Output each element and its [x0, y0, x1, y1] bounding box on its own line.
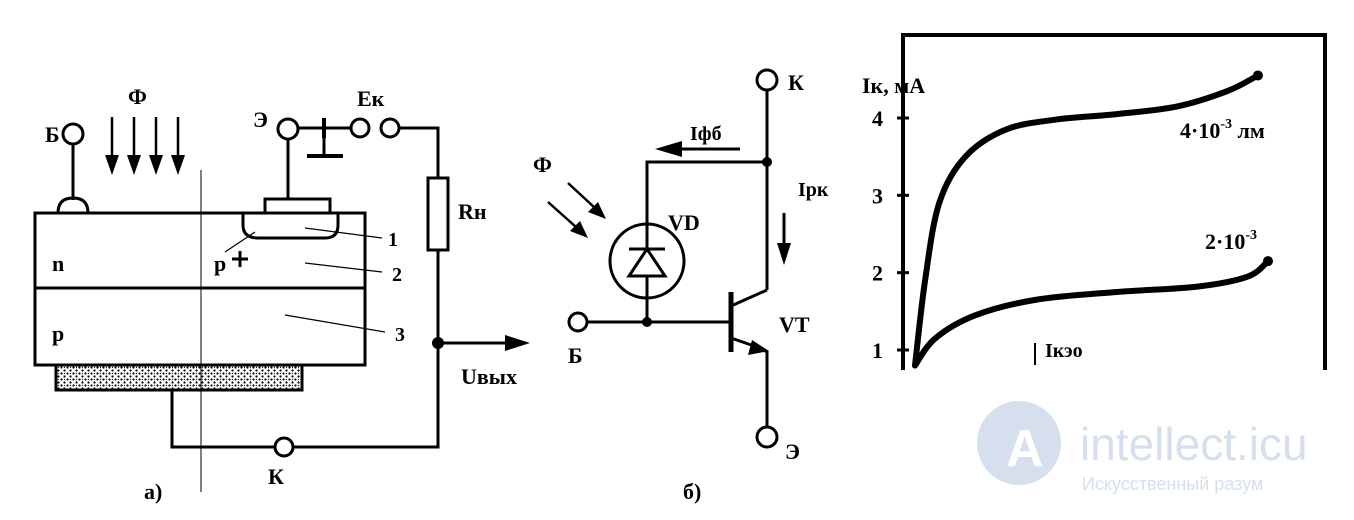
supply-label: Ек [357, 86, 385, 111]
circuit-collector-label: К [788, 70, 804, 95]
curve-low-flux [912, 258, 1271, 369]
base-terminal [567, 311, 589, 333]
base-terminal [61, 122, 85, 146]
curve-high-label-base: 4·10 [1180, 118, 1220, 143]
layer-p-label: p [52, 321, 64, 346]
y-tick-label: 1 [872, 338, 883, 363]
curves [912, 70, 1273, 369]
layer-n-label: n [52, 251, 64, 276]
collector-wire-right [292, 250, 440, 449]
load-resistor [426, 176, 450, 252]
supply-terminal-right [379, 117, 401, 139]
curve-low-end-point [1263, 256, 1273, 267]
output-arrowhead [505, 335, 530, 351]
flux-label: Ф [128, 84, 147, 109]
collector-terminal [755, 68, 779, 92]
y-ticks: 1 2 3 4 [872, 106, 909, 363]
base-node [642, 317, 652, 327]
y-tick-label: 2 [872, 261, 883, 286]
callout-2: 2 [392, 264, 402, 286]
photodiode-current-label: Iфб [690, 123, 722, 145]
emitter-terminal-label: Э [253, 107, 268, 132]
curve-low-label: 2·10-3 [1205, 228, 1257, 254]
collector-metal [54, 363, 304, 392]
watermark-logo-icon [977, 401, 1061, 485]
collector-terminal [273, 436, 295, 458]
load-resistor-label: Rн [458, 199, 487, 224]
callout-1: 1 [388, 229, 398, 251]
caption-a: а) [144, 479, 162, 504]
output-label: Uвых [461, 364, 517, 389]
photodiode-label: VD [668, 210, 700, 235]
y-tick-label: 4 [872, 106, 883, 131]
transistor-label: VT [779, 312, 810, 337]
structure-labels: Б Ф Э Ек Rн n p p 1 2 3 Uвых К а) [45, 84, 517, 504]
curve-high-label: 4·10-3 лм [1180, 117, 1265, 143]
photodiode-light-arrows [547, 182, 606, 238]
p-plus-region [241, 213, 340, 240]
collector-node [762, 157, 772, 167]
circuit-base-label: Б [568, 343, 583, 368]
irk-arrowhead [777, 243, 791, 265]
curve-high-end-point [1252, 70, 1263, 81]
flux-arrows [105, 117, 185, 175]
curve-high-label-unit: лм [1232, 118, 1265, 143]
transistor-collector-leg [730, 288, 768, 308]
watermark-logo-text: intellect.icu [1080, 418, 1308, 470]
output-node [432, 337, 444, 349]
watermark: A intellect.icu Искусственный разум [977, 401, 1308, 494]
collector-terminal-label: К [268, 464, 284, 489]
p-plus-sign [232, 251, 248, 267]
collector-current-label: Iрк [798, 179, 829, 201]
caption-b: б) [683, 479, 701, 504]
supply-terminal-left [349, 117, 371, 139]
y-tick-label: 3 [872, 183, 883, 208]
watermark-logo-letter: A [1006, 420, 1044, 478]
callout-leaders [224, 227, 386, 333]
emitter-terminal [755, 425, 779, 449]
y-axis-label: Iк, мА [862, 73, 925, 98]
callout-3: 3 [395, 324, 405, 346]
iphb-arrowhead [655, 141, 682, 157]
curve-low-label-base: 2·10 [1205, 229, 1245, 254]
base-terminal-label: Б [45, 122, 60, 147]
base-contact [56, 196, 90, 214]
curve-low-label-exp: -3 [1245, 228, 1257, 243]
photodiode-wire-top [645, 160, 767, 230]
structure-diagram [33, 117, 530, 492]
dark-current-label: Iкэо [1045, 340, 1083, 362]
circuit-diagram [547, 68, 791, 449]
circuit-labels: К Iфб Ф VD Iрк Б VT Э б) [533, 70, 829, 504]
emitter-terminal [276, 117, 300, 141]
circuit-flux-label: Ф [533, 152, 552, 177]
emitter-wire [759, 346, 769, 428]
curve-high-flux [912, 72, 1261, 369]
emitter-contact [263, 197, 332, 215]
supply-wire [399, 126, 440, 178]
watermark-logo-subtext: Искусственный разум [1082, 474, 1263, 494]
collector-wire-left [170, 390, 276, 449]
photodiode-anode [626, 246, 668, 278]
p-plus-label: p [214, 251, 226, 276]
graph-frame [901, 33, 1327, 370]
curve-high-label-exp: -3 [1220, 117, 1232, 132]
circuit-emitter-label: Э [785, 439, 800, 464]
